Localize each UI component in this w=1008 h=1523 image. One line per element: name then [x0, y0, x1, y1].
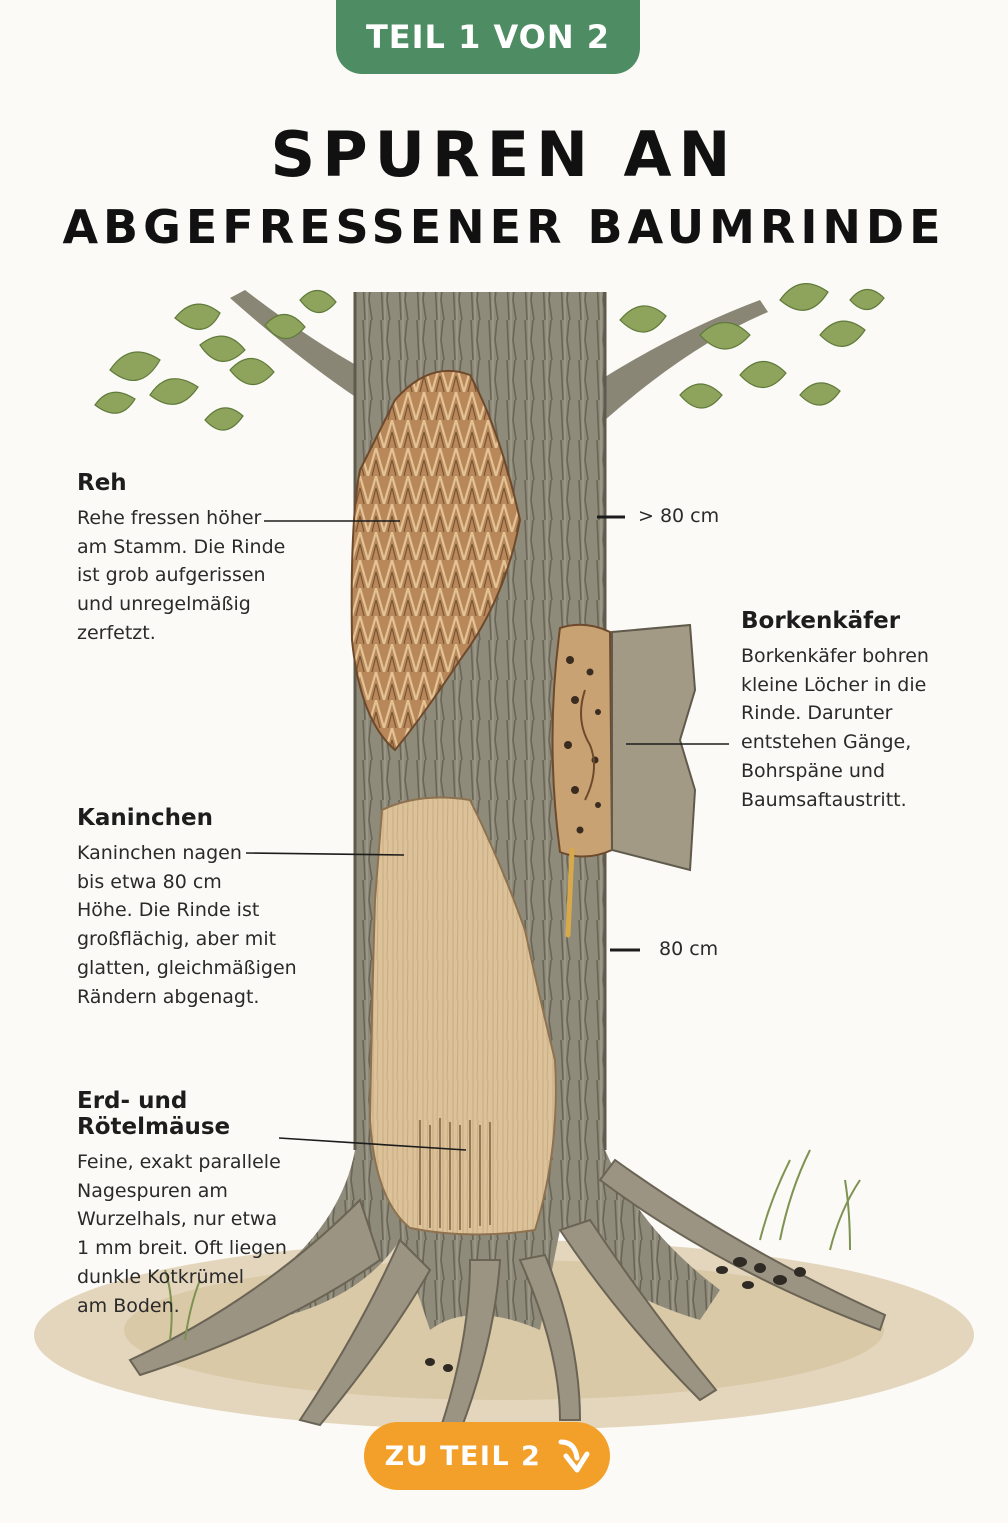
next-part-button[interactable]: ZU TEIL 2 — [364, 1422, 610, 1490]
label-reh-heading: Reh — [77, 470, 127, 496]
text-line: zerfetzt. — [77, 621, 156, 644]
text-line: Rändern abgenagt. — [77, 985, 260, 1008]
text-line: Borkenkäfer bohren — [741, 645, 929, 667]
deer-damage — [350, 369, 522, 752]
text-line: dunkle Kotkrümel — [77, 1265, 245, 1288]
leaves-right — [619, 283, 885, 409]
curved-arrow-down-icon — [555, 1436, 593, 1476]
text-line: kleine Löcher in die — [741, 673, 927, 696]
vole-gnaw-marks — [419, 1118, 491, 1230]
bark-beetle-damage — [551, 623, 697, 938]
branch-left — [230, 290, 365, 400]
grass — [164, 1149, 861, 1341]
page-title-line1: SPUREN AN — [270, 118, 738, 191]
rabbit-damage — [368, 796, 557, 1236]
label-borkenkaefer-heading: Borkenkäfer — [741, 608, 901, 634]
height-mark-lower: 80 cm — [659, 938, 719, 960]
label-kaninchen: Kaninchen Kaninchen nagen bis etwa 80 cm… — [77, 805, 297, 1011]
leader-lines — [245, 520, 729, 1151]
label-maeuse: Erd- und Rötelmäuse Feine, exakt paralle… — [77, 1088, 307, 1320]
text-line: am Boden. — [77, 1294, 180, 1317]
text-line: großflächig, aber mit — [77, 928, 277, 951]
text-line: entstehen Gänge, — [741, 731, 912, 754]
text-line: Höhe. Die Rinde ist — [77, 899, 260, 922]
label-maeuse-heading: Erd- und Rötelmäuse — [77, 1088, 231, 1140]
text-line: Rehe fressen höher — [77, 507, 262, 529]
text-line: Bohrspäne und — [741, 759, 886, 782]
text-line: 1 mm breit. Oft liegen — [77, 1237, 287, 1260]
text-line: Baumsaftaustritt. — [741, 788, 907, 811]
text-line: ist grob aufgerissen — [77, 564, 266, 587]
part-indicator-tab: TEIL 1 VON 2 — [336, 0, 640, 74]
text-line: glatten, gleichmäßigen — [77, 956, 297, 979]
tree-roots — [128, 1158, 887, 1434]
label-kaninchen-heading: Kaninchen — [77, 805, 213, 831]
text-line: Nagespuren am — [77, 1179, 228, 1202]
label-kaninchen-text: Kaninchen nagen bis etwa 80 cm Höhe. Die… — [77, 839, 297, 1011]
label-reh: Reh Rehe fressen höher am Stamm. Die Rin… — [77, 470, 297, 648]
part-indicator-label: TEIL 1 VON 2 — [365, 18, 611, 56]
page-title-line2: ABGEFRESSENER BAUMRINDE — [62, 200, 946, 254]
height-ticks — [597, 515, 640, 952]
label-reh-text: Rehe fressen höher am Stamm. Die Rinde i… — [77, 504, 297, 648]
text-line: Feine, exakt parallele — [77, 1151, 281, 1173]
text-line: Wurzelhals, nur etwa — [77, 1208, 278, 1231]
label-borkenkaefer-text: Borkenkäfer bohren kleine Löcher in die … — [741, 642, 991, 814]
text-line: Rinde. Darunter — [741, 702, 893, 725]
droppings — [425, 1257, 806, 1372]
leaves-left — [94, 289, 337, 431]
label-maeuse-text: Feine, exakt parallele Nagespuren am Wur… — [77, 1148, 307, 1320]
text-line: und unregelmäßig — [77, 593, 251, 616]
text-line: am Stamm. Die Rinde — [77, 535, 286, 558]
text-line: bis etwa 80 cm — [77, 870, 222, 893]
text-line: Kaninchen nagen — [77, 842, 242, 864]
height-mark-upper: > 80 cm — [638, 505, 720, 527]
next-part-button-label: ZU TEIL 2 — [384, 1440, 542, 1472]
label-borkenkaefer: Borkenkäfer Borkenkäfer bohren kleine Lö… — [741, 608, 991, 814]
